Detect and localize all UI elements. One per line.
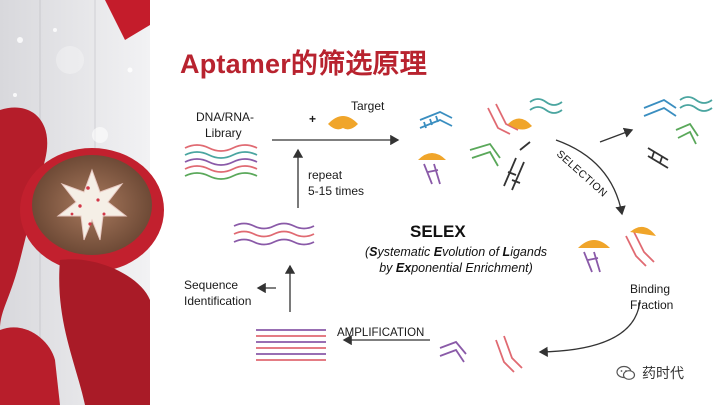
target-label: Target (351, 99, 384, 113)
binding-fraction-molecules (578, 227, 656, 272)
library-strands (185, 145, 257, 179)
plus-sign: + (309, 112, 316, 126)
binding-label-line2: Fraction (630, 298, 673, 312)
watermark: 药时代 (616, 363, 684, 383)
repeat-label-line1: repeat (308, 168, 342, 182)
arrow-to-amplification (540, 300, 640, 352)
selex-title: SELEX (410, 222, 466, 242)
library-label-line2: Library (205, 126, 242, 140)
decorative-photo (0, 0, 164, 405)
binding-label-line1: Binding (630, 282, 670, 296)
selection-pool (418, 99, 562, 190)
eluted-molecules (440, 336, 522, 372)
repeat-label-line2: 5-15 times (308, 184, 364, 198)
amplified-strands (256, 330, 326, 360)
selex-subtitle: (Systematic Evolution of Ligands by Expo… (336, 244, 576, 276)
target-icon (328, 116, 358, 129)
wechat-icon (616, 365, 636, 381)
amplification-label: AMPLIFICATION (337, 326, 424, 340)
arrow-to-unbound (600, 130, 632, 142)
watermark-text: 药时代 (642, 363, 684, 383)
repeat-strands (234, 224, 314, 245)
library-label-line1: DNA/RNA- (196, 110, 254, 124)
unbound-molecules (644, 97, 712, 168)
slide-title: Aptamer的筛选原理 (180, 42, 427, 81)
sequence-label-line2: Identification (184, 294, 251, 308)
sequence-label-line1: Sequence (184, 278, 238, 292)
